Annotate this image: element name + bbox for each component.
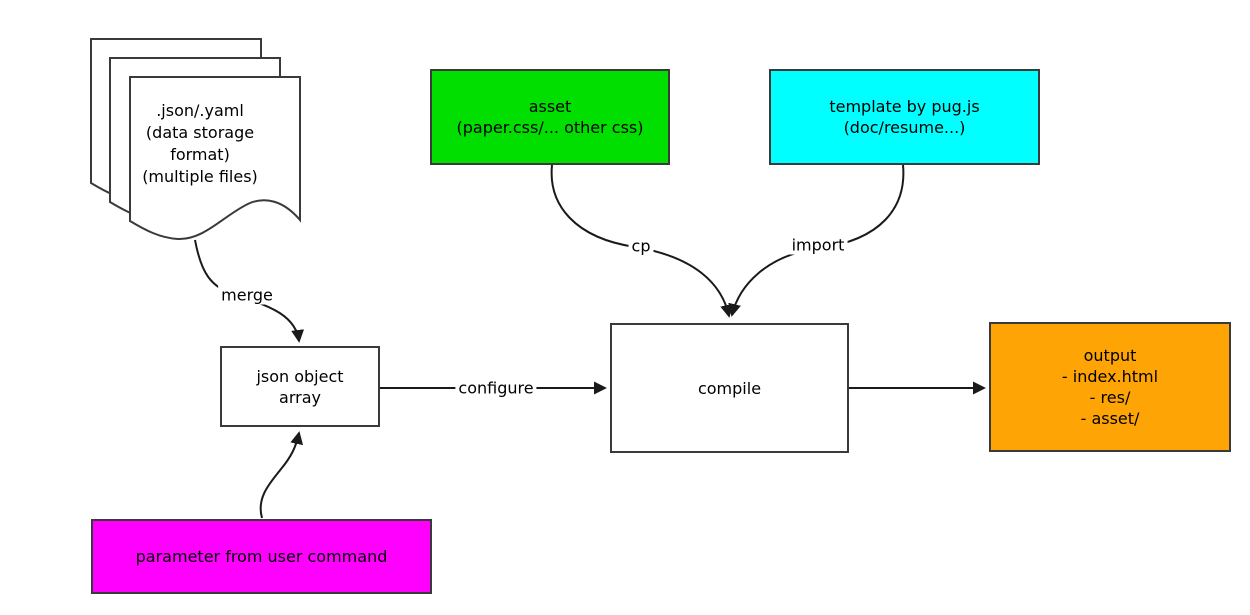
edge-label-import: import xyxy=(788,235,848,255)
document-stack-shape xyxy=(90,38,301,241)
node-output: output- index.html- res/- asset/ xyxy=(989,322,1231,452)
node-template: template by pug.js(doc/resume...) xyxy=(769,69,1040,165)
node-asset: asset(paper.css/... other css) xyxy=(430,69,670,165)
edge-label-merge: merge xyxy=(218,285,276,305)
document-page-front-icon xyxy=(129,76,301,241)
edge-parameter xyxy=(259,431,304,519)
node-parameter: parameter from user command xyxy=(91,519,432,594)
edge-label-configure: configure xyxy=(455,378,537,398)
node-compile: compile xyxy=(610,323,849,453)
edge-label-cp: cp xyxy=(628,236,654,256)
